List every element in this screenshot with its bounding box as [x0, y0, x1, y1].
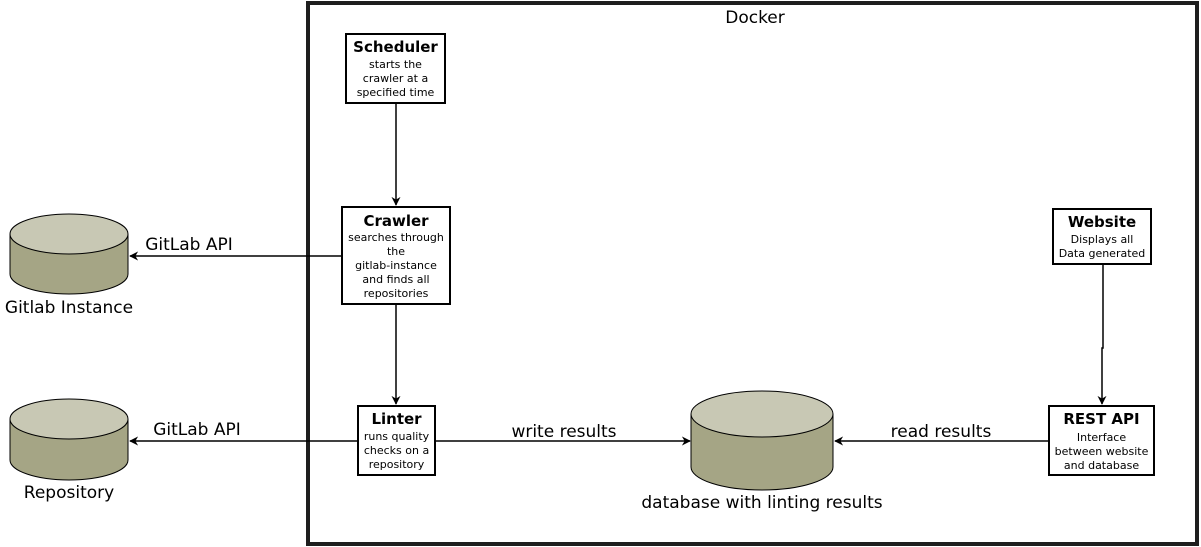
- docker-title: Docker: [725, 8, 785, 28]
- database-store: database with linting results: [641, 390, 883, 513]
- rest-api-desc-line: and database: [1064, 459, 1139, 472]
- scheduler-desc-line: crawler at a: [363, 72, 428, 85]
- scheduler-desc-line: starts the: [369, 58, 422, 71]
- edge-label-restapi-database: read results: [891, 422, 992, 442]
- website-desc-line: Displays all: [1071, 233, 1134, 246]
- linter-desc-line: checks on a: [364, 444, 429, 457]
- crawler-desc-line: repositories: [364, 287, 429, 300]
- gitlab-instance-store: Gitlab Instance: [5, 213, 133, 318]
- repository-label: Repository: [24, 483, 114, 503]
- rest-api-node: REST API Interface between website and d…: [1048, 405, 1155, 476]
- linter-desc-line: repository: [369, 458, 425, 471]
- rest-api-desc-line: Interface: [1077, 431, 1126, 444]
- linter-node: Linter runs quality checks on a reposito…: [357, 405, 436, 476]
- website-node: Website Displays all Data generated: [1052, 208, 1152, 265]
- edge-label-crawler-gitlab: GitLab API: [145, 235, 233, 255]
- edges: GitLab API GitLab API write results read…: [129, 104, 1107, 446]
- linter-desc-line: runs quality: [364, 430, 430, 443]
- database-label: database with linting results: [641, 493, 882, 513]
- crawler-title: Crawler: [363, 212, 429, 230]
- scheduler-node: Scheduler starts the crawler at a specif…: [345, 33, 446, 104]
- repository-store: Repository: [9, 398, 129, 503]
- gitlab-instance-label: Gitlab Instance: [5, 298, 133, 318]
- rest-api-desc-line: between website: [1055, 445, 1149, 458]
- edge-website-restapi: [1097, 265, 1107, 405]
- website-desc-line: Data generated: [1059, 247, 1146, 260]
- linter-title: Linter: [371, 410, 422, 428]
- scheduler-desc-line: specified time: [357, 86, 435, 99]
- crawler-desc-line: gitlab-instance: [355, 259, 437, 272]
- docker-container: Docker: [306, 1, 1199, 546]
- edge-label-linter-database: write results: [511, 422, 616, 442]
- scheduler-title: Scheduler: [353, 38, 438, 56]
- crawler-desc-line: searches through: [348, 231, 444, 244]
- edge-label-linter-repository: GitLab API: [153, 420, 241, 440]
- website-title: Website: [1068, 213, 1136, 231]
- crawler-desc-line: the: [387, 245, 405, 258]
- rest-api-title: REST API: [1063, 410, 1139, 428]
- crawler-desc-line: and finds all: [362, 273, 429, 286]
- crawler-node: Crawler searches through the gitlab-inst…: [341, 206, 451, 305]
